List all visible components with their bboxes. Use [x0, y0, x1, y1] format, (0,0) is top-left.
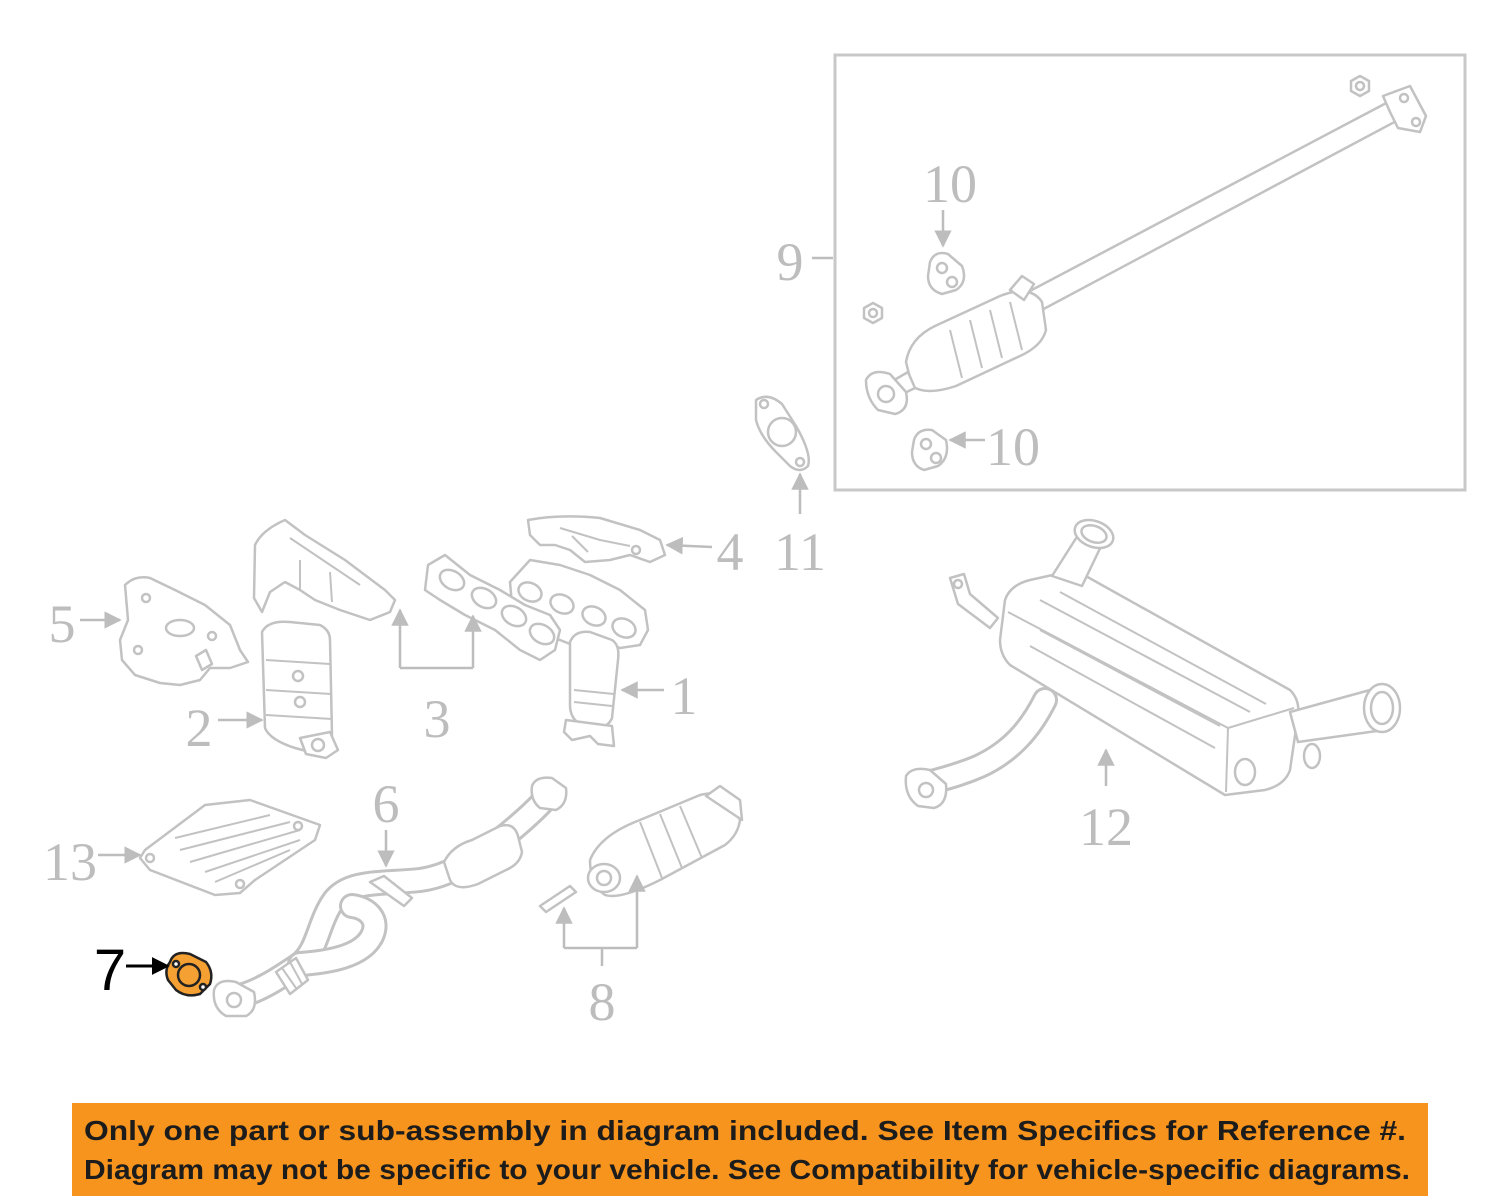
disclaimer-banner: Only one part or sub-assembly in diagram…	[72, 1103, 1428, 1196]
part-9-center-pipe-drawing	[864, 84, 1428, 416]
callout-3-label: 3	[424, 689, 451, 749]
banner-background	[72, 1103, 1428, 1196]
part-10-hanger-upper-drawing	[926, 251, 966, 296]
part-1-manifold-converter-drawing	[508, 558, 650, 748]
callout-10-lower-label: 10	[986, 417, 1040, 477]
callout-11-label: 11	[774, 522, 826, 582]
part-4-heat-shield-drawing	[526, 515, 667, 564]
part-9-inset-box	[833, 53, 1467, 492]
part-6-front-pipe-drawing	[212, 776, 568, 1018]
part-11-gasket-drawing	[754, 395, 810, 472]
part-9-nut-drawing	[862, 74, 1371, 325]
part-7-gasket-drawing	[165, 951, 213, 997]
part-10-hanger-lower-drawing	[910, 428, 949, 472]
part-13-heat-shield-drawing	[138, 798, 322, 897]
callout-8-label: 8	[589, 972, 616, 1032]
part-3-gasket-drawing	[423, 553, 562, 662]
part-2-manifold-converter-drawing	[252, 518, 397, 760]
callout-2-label: 2	[186, 698, 213, 758]
part-8-converter-drawing	[538, 784, 744, 914]
callout-6-label: 6	[373, 774, 400, 834]
part-5-heat-shield-drawing	[118, 576, 250, 687]
part-12-muffler-drawing	[904, 518, 1402, 810]
callout-4-label: 4	[717, 522, 744, 582]
callout-9-label: 9	[777, 232, 804, 292]
callout-12-label: 12	[1079, 797, 1133, 857]
callout-5-label: 5	[49, 594, 76, 654]
banner-line-2: Diagram may not be specific to your vehi…	[84, 1154, 1410, 1185]
callout-8-bracket	[564, 946, 637, 966]
banner-line-1: Only one part or sub-assembly in diagram…	[84, 1115, 1406, 1146]
callout-1-label: 1	[671, 666, 698, 726]
callout-4-arrow	[665, 536, 713, 555]
callout-7-label: 7	[94, 938, 126, 1003]
callout-13-label: 13	[43, 832, 97, 892]
callout-10-upper-label: 10	[923, 154, 977, 214]
